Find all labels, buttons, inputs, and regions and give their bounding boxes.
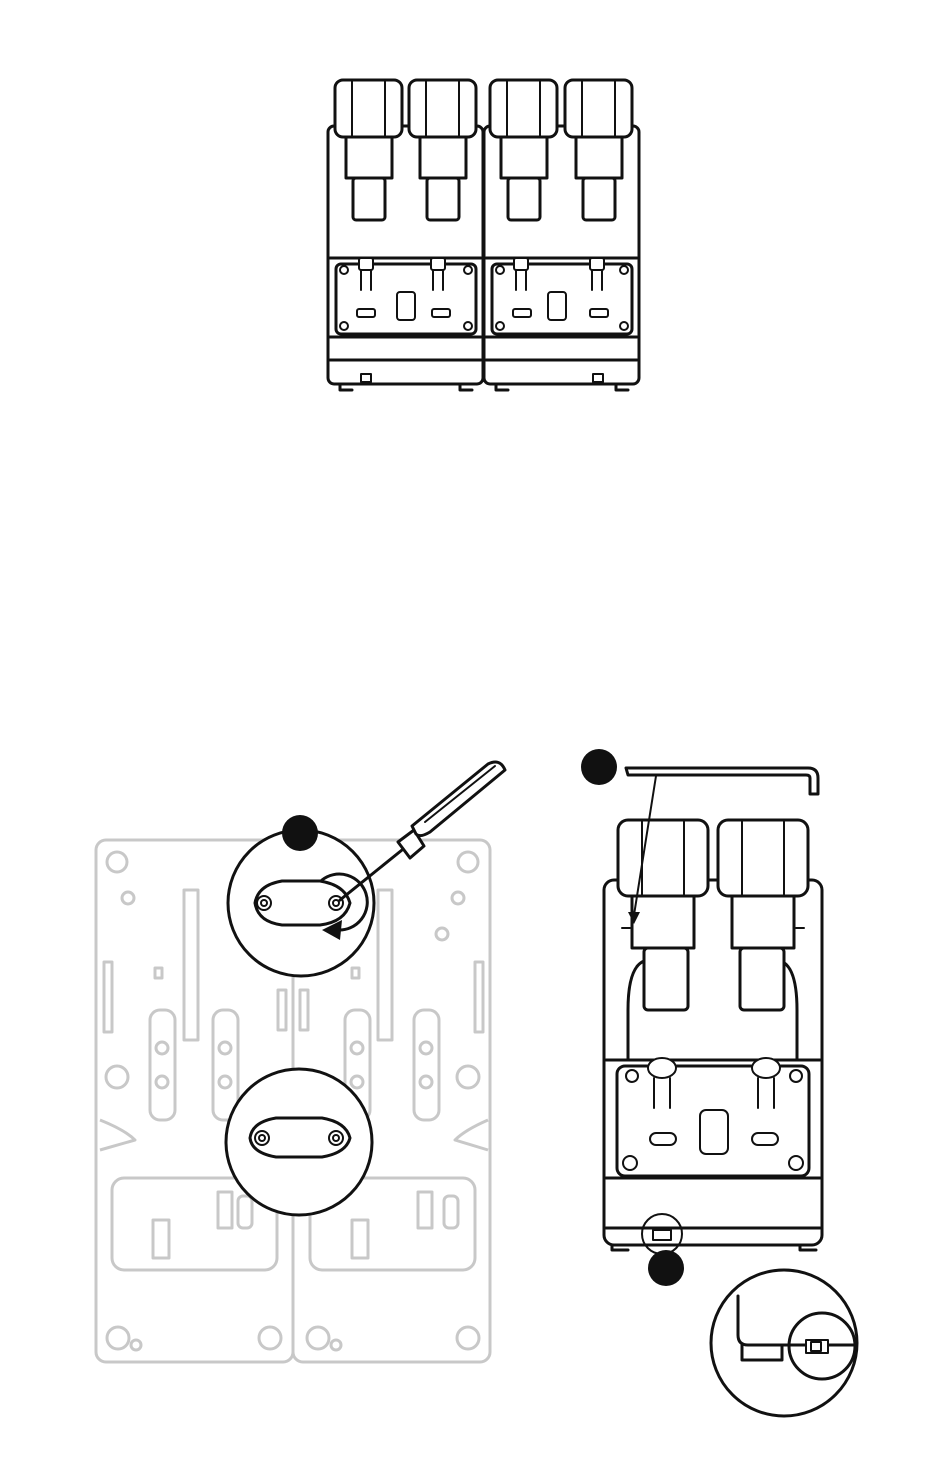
- screwdriver-icon: [340, 762, 505, 900]
- throttle-unit-right: [484, 80, 639, 390]
- top-throttle-pair: [328, 80, 639, 390]
- zoom-joiner-plate-bottom: [226, 1069, 372, 1215]
- throttle-unit-single: [604, 820, 822, 1250]
- throttle-unit-left: [328, 80, 483, 390]
- marker-2: [581, 749, 617, 785]
- marker-1: [282, 815, 318, 851]
- marker-3: [648, 1250, 684, 1286]
- zoom-joiner-plate-top: [228, 830, 374, 976]
